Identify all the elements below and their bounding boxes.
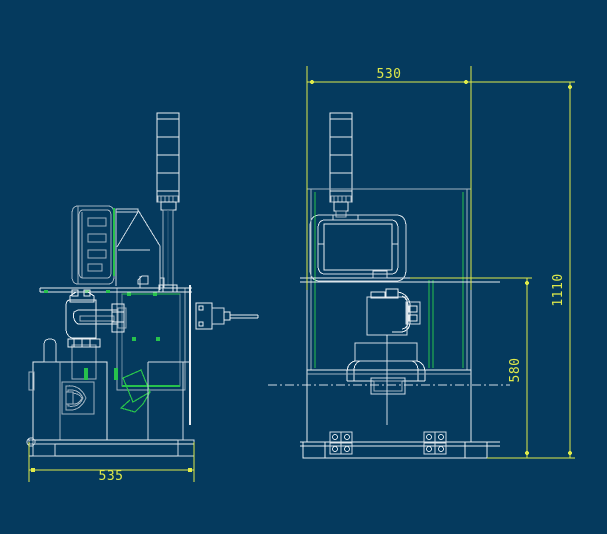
robot-base-accent <box>84 368 88 380</box>
side-view-support-hood <box>115 208 161 290</box>
dimension-label-580: 580 <box>508 358 523 383</box>
dimension-label-530: 530 <box>377 67 402 82</box>
side-view-top-fittings <box>137 275 165 289</box>
side-view-gripper-tool <box>119 369 151 413</box>
dimension-label-1110: 1110 <box>551 273 566 306</box>
dimension-label-535: 535 <box>99 469 124 484</box>
side-view-spindle-connector <box>195 302 259 330</box>
side-view-group <box>26 112 259 457</box>
dimension-580 <box>467 277 532 458</box>
front-view-deck <box>300 270 500 283</box>
front-view-lower-cabinet <box>306 369 472 443</box>
front-view-monitor <box>309 214 407 282</box>
dimension-lines <box>28 66 575 482</box>
robot-base-accent-2 <box>114 368 118 380</box>
dimension-1110 <box>471 81 575 459</box>
dimension-530 <box>306 66 472 290</box>
front-view-base-rail <box>300 441 500 459</box>
front-view-centerline <box>268 340 510 425</box>
front-view-robot-arm <box>346 288 426 382</box>
front-view-stack-light <box>329 112 353 218</box>
side-view-enclosure-wall <box>147 361 190 440</box>
dimension-535 <box>28 442 195 482</box>
front-view-mount-feet <box>329 431 447 455</box>
